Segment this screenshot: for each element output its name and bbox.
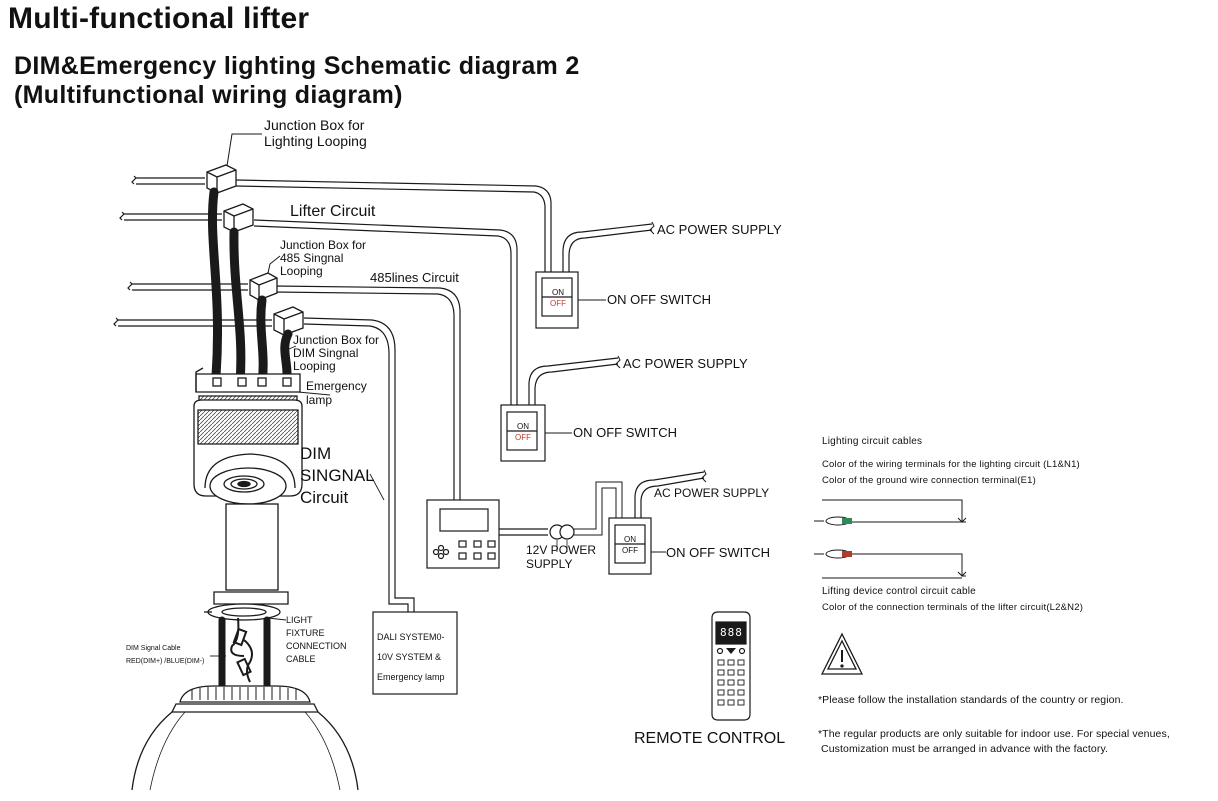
subtitle-line-1: DIM&Emergency lighting Schematic diagram…	[14, 52, 580, 80]
power-12v-link	[499, 481, 623, 552]
junction-box-485-label: Junction Box for 485 Singnal Looping	[280, 238, 367, 278]
subtitle-line-2: (Multifunctional wiring diagram)	[14, 81, 403, 109]
switch-2-off: OFF	[515, 433, 531, 442]
ac-power-supply-label-3: AC POWER SUPPLY	[654, 486, 770, 500]
switch-3-off: OFF	[622, 546, 638, 555]
legend-cable-graphics	[814, 499, 967, 579]
lifting-line: Color of the connection terminals of the…	[822, 602, 1084, 613]
page-title: Multi-functional lifter	[8, 2, 310, 35]
dim-signal-cable-label: DIM Signal Cable RED(DIM+) /BLUE(DIM-)	[126, 645, 205, 665]
ac-power-supply-label-1: AC POWER SUPPLY	[657, 222, 782, 237]
junction-box-dim-label: Junction Box for DIM Singnal Looping	[293, 333, 380, 373]
lifter-shaft	[207, 503, 289, 621]
lifting-heading: Lifting device control circuit cable	[822, 586, 976, 597]
junction-box-485	[249, 272, 278, 301]
ac-power-supply-label-2: AC POWER SUPPLY	[623, 356, 748, 371]
remote-control-body	[711, 611, 751, 721]
on-off-switch-label-3: ON OFF SWITCH	[666, 545, 770, 560]
light-fixture-cable-label: LIGHT FIXTURE CONNECTION CABLE	[286, 615, 347, 664]
dali-box	[372, 611, 458, 695]
controller-panel	[426, 499, 500, 569]
high-bay-lamp	[131, 685, 359, 791]
switch-2	[500, 404, 546, 462]
legend-line-2: Color of the ground wire connection term…	[822, 475, 1036, 486]
legend-terminal-red	[842, 551, 852, 557]
junction-box-lighting-label: Junction Box for Lighting Looping	[264, 117, 367, 149]
power-12v-label: 12V POWER SUPPLY	[526, 543, 597, 571]
lamp-cables	[218, 616, 271, 694]
emergency-lamp-label: Emergency lamp	[306, 379, 367, 407]
switch-3	[608, 517, 652, 575]
switch-1-on: ON	[552, 288, 564, 297]
leader-lines	[210, 345, 385, 657]
hook-chain	[230, 617, 253, 683]
on-off-switch-label-1: ON OFF SWITCH	[607, 292, 711, 307]
dali-box-label: DALI SYSTEM0- 10V SYSTEM & Emergency lam…	[377, 632, 445, 682]
legend-line-1: Color of the wiring terminals for the li…	[822, 459, 1080, 470]
legend-terminal-green	[842, 518, 852, 524]
lines-485-label: 485lines Circuit	[370, 270, 459, 285]
lifter-circuit-label: Lifter Circuit	[290, 203, 376, 220]
lifter-circuit-cable	[119, 211, 518, 405]
switch-3-on: ON	[624, 535, 636, 544]
junction-box-lifter	[223, 203, 254, 233]
warning-icon	[820, 632, 864, 675]
remote-display: 888	[720, 626, 743, 639]
rs485-cable	[127, 281, 461, 500]
switch-1	[535, 271, 579, 329]
lighting-loop-cable	[131, 175, 552, 272]
junction-box-lighting	[206, 164, 237, 194]
remote-control-label: REMOTE CONTROL	[634, 730, 786, 747]
on-off-switch-label-2: ON OFF SWITCH	[573, 425, 677, 440]
lifter-unit	[193, 367, 303, 505]
indoor-use-note: *The regular products are only suitable …	[818, 728, 1170, 755]
installation-note: *Please follow the installation standard…	[818, 694, 1124, 706]
dim-signal-circuit-label: DIM SINGNAL Circuit	[300, 444, 375, 507]
diagram-subtitle: DIM&Emergency lighting Schematic diagram…	[14, 52, 580, 110]
switch-1-off: OFF	[550, 299, 566, 308]
legend-heading: Lighting circuit cables	[822, 436, 923, 447]
switch-2-on: ON	[517, 422, 529, 431]
dim-signal-cable	[113, 317, 415, 612]
